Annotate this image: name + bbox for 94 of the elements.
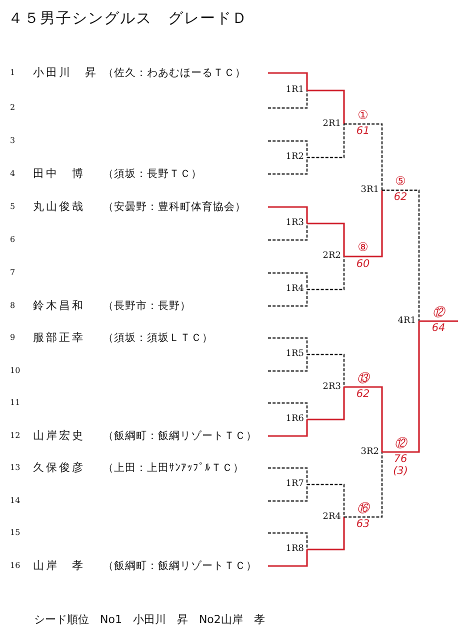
player-name: 小田川 昇 [33, 66, 98, 80]
bracket-line [307, 124, 345, 158]
match-label: 3R2 [360, 446, 379, 458]
match-score: 60 [355, 258, 371, 270]
club-name: （安曇野：豊科町体育協会） [103, 200, 246, 214]
draw-number: 2 [10, 103, 16, 113]
circled-number: ⑫ [394, 436, 408, 450]
bracket-line [419, 320, 458, 322]
bracket-line [268, 158, 308, 175]
bracket-line [268, 532, 308, 550]
match-label: 2R3 [322, 382, 341, 392]
match-score: 76 (3) [392, 454, 409, 478]
player-name: 丸山俊哉 [33, 200, 85, 214]
draw-number: 9 [10, 333, 16, 343]
circled-number: ⑯ [356, 502, 371, 515]
match-score: 64 [430, 323, 446, 335]
bracket-line [307, 90, 345, 124]
bracket-line [268, 484, 308, 502]
draw-number: 11 [10, 398, 20, 408]
match-label: 1R7 [286, 479, 304, 490]
circled-number: ① [356, 108, 370, 122]
match-label: 1R5 [286, 349, 304, 360]
bracket-line [344, 190, 383, 258]
club-name: （飯綱町：飯綱リゾートＴＣ） [103, 430, 257, 442]
draw-number: 5 [10, 202, 16, 212]
draw-number: 12 [10, 431, 20, 441]
match-label: 1R6 [286, 414, 304, 425]
player-name: 山岸 孝 [33, 560, 85, 572]
draw-number: 7 [10, 268, 16, 278]
match-label: 4R1 [398, 316, 416, 326]
bracket-line [382, 190, 420, 322]
match-score: 62 [355, 389, 371, 401]
draw-number: 13 [10, 463, 20, 473]
player-name: 山岸宏史 [33, 430, 85, 442]
club-name: （飯綱町：飯綱リゾートＴＣ） [103, 560, 257, 572]
draw-number: 8 [10, 301, 16, 311]
player-name: 田中 博 [33, 168, 85, 180]
player-name: 久保俊彦 [33, 462, 85, 474]
bracket-line [268, 290, 308, 307]
draw-number: 10 [10, 366, 20, 376]
match-label: 2R1 [322, 118, 341, 130]
page-title: ４５男子シングルス グレードＤ [8, 10, 248, 28]
bracket-line [268, 272, 308, 290]
bracket-line [268, 90, 308, 109]
bracket-line [344, 452, 383, 518]
bracket-line [344, 123, 383, 190]
bracket-line [268, 467, 308, 484]
bracket-line [268, 420, 308, 437]
bracket-line [382, 321, 420, 453]
circled-number: ⑫ [432, 306, 446, 320]
bracket-line [307, 256, 345, 290]
match-label: 1R8 [286, 544, 304, 555]
bracket-line [268, 224, 308, 241]
draw-number: 14 [10, 496, 20, 506]
bracket-line [268, 206, 308, 224]
bracket-line [307, 354, 345, 387]
draw-number: 15 [10, 528, 20, 538]
match-label: 3R1 [360, 185, 379, 196]
player-name: 服部正幸 [33, 332, 85, 344]
bracket-line [268, 337, 308, 354]
bracket-line [344, 386, 383, 452]
bracket-line [268, 72, 308, 90]
draw-number: 16 [10, 561, 20, 571]
match-label: 2R2 [322, 251, 341, 262]
draw-number: 1 [10, 68, 16, 78]
match-score: 61 [355, 126, 371, 138]
player-name: 鈴木昌和 [33, 300, 85, 312]
match-score: 63 [355, 519, 371, 531]
bracket-line [268, 550, 308, 567]
club-name: （長野市：長野） [103, 300, 191, 312]
bracket-line [307, 387, 345, 420]
match-label: 1R2 [286, 152, 304, 163]
bracket-line [268, 402, 308, 420]
bracket-line [307, 517, 345, 550]
bracket-line [268, 140, 308, 158]
circled-number: ⑬ [356, 372, 371, 385]
circled-number: ⑤ [394, 175, 407, 188]
match-label: 1R4 [286, 284, 304, 295]
draw-number: 6 [10, 235, 16, 245]
bracket-line [307, 222, 345, 256]
club-name: （上田：上田ｻﾝｱｯﾌﾟﾙＴＣ） [103, 462, 244, 474]
club-name: （須坂：長野ＴＣ） [103, 168, 202, 180]
draw-number: 4 [10, 169, 16, 179]
club-name: （佐久：わあむほーるＴＣ） [103, 66, 246, 80]
match-score: 62 [392, 192, 408, 204]
club-name: （須坂：須坂ＬＴＣ） [103, 332, 213, 344]
match-label: 1R3 [286, 218, 304, 229]
bracket-line [268, 354, 308, 372]
circled-number: ⑧ [356, 241, 370, 254]
match-label: 2R4 [322, 512, 341, 522]
seed-note: シード順位 No1 小田川 昇 No2山岸 孝 [34, 614, 265, 626]
draw-number: 3 [10, 136, 16, 146]
match-label: 1R1 [286, 85, 304, 96]
bracket-line [307, 484, 345, 517]
